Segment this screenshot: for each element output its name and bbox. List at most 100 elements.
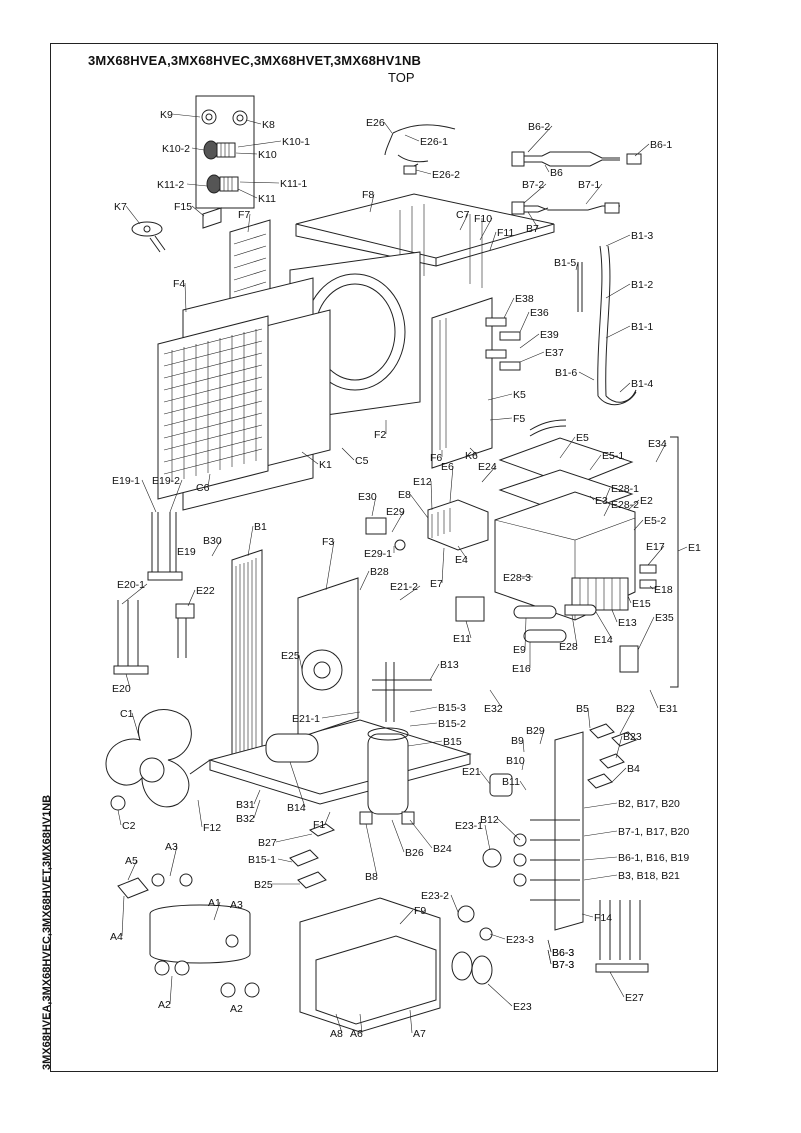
callout-e27: E27 [625, 992, 644, 1004]
leader-line-e28-3 [519, 575, 534, 578]
leader-line-b7-1 [585, 183, 603, 205]
leader-line-e37 [519, 351, 545, 363]
leader-line-e29 [391, 510, 405, 533]
part-b27 [308, 823, 336, 837]
harness-e27 [599, 900, 641, 960]
fitting-k10 [203, 140, 236, 160]
drawing-frame [50, 43, 718, 1072]
leader-line-b15-2 [409, 722, 438, 727]
callout-e23-1: E23-1 [455, 820, 483, 832]
callout-a8: A8 [330, 1028, 343, 1040]
part-e29-1 [394, 539, 406, 551]
compressor-shell-a1 [149, 904, 251, 964]
top-direction-label: TOP [388, 70, 415, 85]
leader-line-f5 [489, 417, 513, 421]
callout-b4: B4 [627, 763, 640, 775]
clip-e39 [485, 349, 507, 359]
leader-line-e11 [465, 620, 472, 639]
callout-b1: B1 [254, 521, 267, 533]
leader-line-e32 [489, 689, 503, 709]
clip-e36 [499, 331, 521, 341]
leader-line-b6-1 [634, 143, 650, 157]
leader-line-e8 [409, 493, 429, 519]
fitting-k9 [201, 109, 217, 125]
callout-e31: E31 [659, 703, 678, 715]
fan-motor-e25 [301, 649, 343, 691]
leader-line-b23 [615, 735, 623, 759]
partition-c7 [399, 204, 483, 288]
callout-e29-1: E29-1 [364, 548, 392, 560]
leader-line-e28 [571, 614, 578, 647]
leader-line-a2 [169, 975, 173, 1005]
leader-line-k10-1 [237, 140, 282, 148]
leader-line-e28-2 [603, 503, 611, 517]
callout-b7-2: B7-2 [522, 179, 544, 191]
fitting-k7 [131, 221, 166, 253]
clip-e37 [499, 361, 521, 371]
callout-f7: F7 [238, 209, 250, 221]
leader-line-e35 [637, 616, 655, 651]
leader-line-e20 [125, 673, 131, 689]
callout-e32: E32 [484, 703, 503, 715]
coil-b1 [231, 549, 263, 761]
callout-k6: K6 [465, 450, 478, 462]
leader-line-b11 [519, 780, 527, 791]
callout-e39: E39 [540, 329, 559, 341]
leader-line-f4 [184, 282, 187, 313]
fittings-panel [195, 95, 255, 209]
callout-e23-3: E23-3 [506, 934, 534, 946]
callout-b1-5: B1-5 [554, 257, 576, 269]
part-drawings [105, 95, 679, 1033]
callout-b32: B32 [236, 813, 255, 825]
callout-f9: F9 [414, 905, 426, 917]
leader-line-e1 [677, 546, 688, 552]
callout-e18: E18 [654, 584, 673, 596]
callout-f3: F3 [322, 536, 334, 548]
leader-line-b29 [539, 729, 545, 745]
leader-line-b5 [587, 707, 591, 729]
callout-e26-2: E26-2 [432, 169, 460, 181]
leader-line-b9 [522, 739, 525, 753]
clip-e38 [485, 317, 507, 327]
mount-b8 [359, 811, 373, 825]
callout-e5-1: E5-1 [602, 450, 624, 462]
leader-line-e27 [609, 971, 625, 998]
callout-f10: F10 [474, 213, 492, 225]
leader-line-f12 [197, 799, 203, 828]
leader-line-a3 [169, 845, 178, 877]
leader-line-e23 [487, 983, 513, 1007]
callout-b6: B6 [550, 167, 563, 179]
leader-line-e28-1 [604, 487, 611, 501]
terminal-e35 [619, 645, 639, 673]
callout-b7-3: B7-3 [552, 959, 574, 971]
callout-e20: E20 [112, 683, 131, 695]
callout-b28: B28 [370, 566, 389, 578]
leader-line-b24 [409, 819, 433, 849]
pipe-b1 [597, 245, 637, 406]
callout-e20-1: E20-1 [117, 579, 145, 591]
leader-line-e14 [595, 611, 613, 640]
callout-e28-3: E28-3 [503, 572, 531, 584]
leader-line-b1-3 [605, 234, 631, 247]
part-e30 [365, 517, 387, 535]
leader-line-b8 [365, 823, 378, 877]
leader-line-e26-1 [404, 134, 420, 142]
leader-line-e7 [441, 547, 445, 584]
leader-line-e5-1 [589, 454, 602, 471]
leader-line-e26 [383, 121, 393, 134]
leader-line-b15 [407, 740, 443, 747]
callout-e15: E15 [632, 598, 651, 610]
group-bracket-e1 [670, 436, 679, 688]
leader-line-b12 [497, 818, 521, 841]
coils-e23 [451, 951, 493, 985]
callout-b15: B15 [443, 736, 462, 748]
leader-line-b6-3 [547, 939, 552, 953]
pipe-b6 [520, 151, 620, 167]
callout-a6: A6 [350, 1028, 363, 1040]
callout-e4: E4 [455, 554, 468, 566]
callout-b1-3: B1-3 [631, 230, 653, 242]
callout-f8: F8 [362, 189, 374, 201]
leader-line-e39 [519, 333, 540, 349]
callout-b15-3: B15-3 [438, 702, 466, 714]
callout-f12: F12 [203, 822, 221, 834]
